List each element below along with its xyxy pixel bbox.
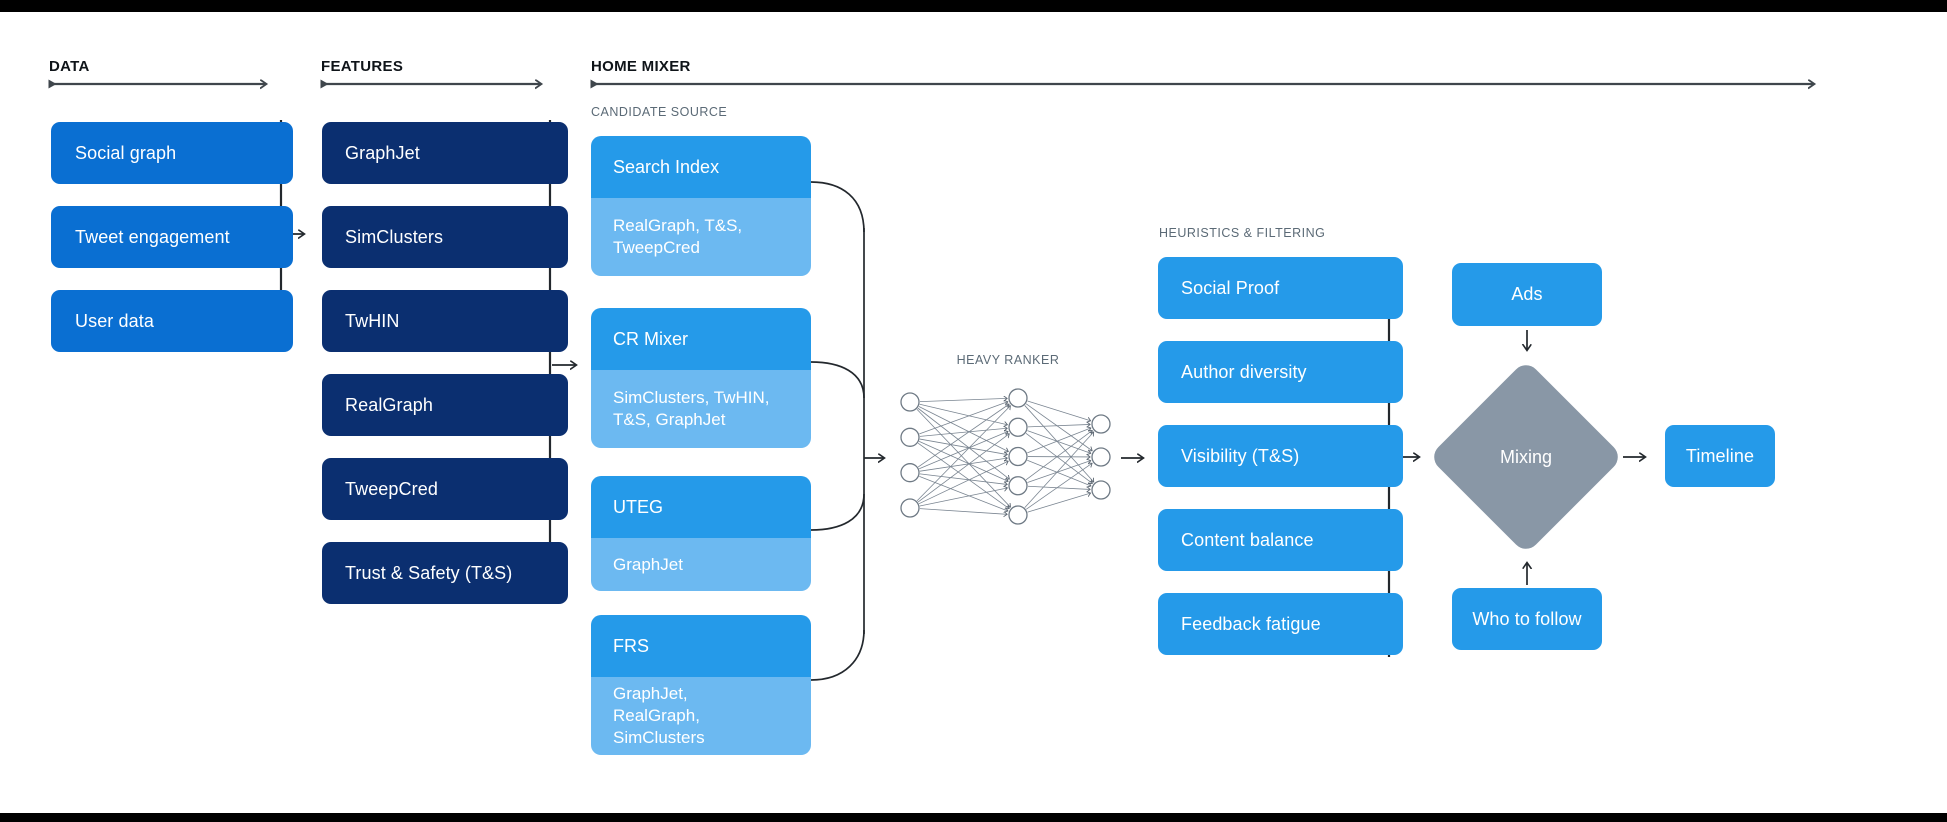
- heuristic-node-social-proof: Social Proof: [1158, 257, 1403, 319]
- data-node-social-graph: Social graph: [51, 122, 293, 184]
- candidate-card-sources: RealGraph, T&S, TweepCred: [591, 198, 811, 276]
- candidate-card-search-index: Search Index RealGraph, T&S, TweepCred: [591, 136, 811, 276]
- feature-node-realgraph: RealGraph: [322, 374, 568, 436]
- candidate-card-title: Search Index: [591, 136, 811, 198]
- data-node-user-data: User data: [51, 290, 293, 352]
- candidate-card-sources: SimClusters, TwHIN, T&S, GraphJet: [591, 370, 811, 448]
- heavy-ranker-edges: [916, 398, 1094, 514]
- candidate-card-title: UTEG: [591, 476, 811, 538]
- feature-node-trust-safety: Trust & Safety (T&S): [322, 542, 568, 604]
- data-node-tweet-engagement: Tweet engagement: [51, 206, 293, 268]
- heuristic-node-content-balance: Content balance: [1158, 509, 1403, 571]
- features-section-header: FEATURES: [321, 58, 404, 75]
- heuristic-node-author-diversity: Author diversity: [1158, 341, 1403, 403]
- candidate-card-uteg: UTEG GraphJet: [591, 476, 811, 591]
- feature-node-graphjet: GraphJet: [322, 122, 568, 184]
- candidate-card-cr-mixer: CR Mixer SimClusters, TwHIN, T&S, GraphJ…: [591, 308, 811, 448]
- ads-node: Ads: [1452, 263, 1602, 326]
- connector-cr-mixer: [810, 361, 865, 399]
- connector-search-index: [810, 181, 865, 233]
- candidate-card-frs: FRS GraphJet, RealGraph, SimClusters: [591, 615, 811, 755]
- connector-uteg: [810, 493, 865, 531]
- heavy-ranker-label: HEAVY RANKER: [956, 353, 1060, 367]
- candidate-card-sources: GraphJet: [591, 538, 811, 591]
- feature-node-simclusters: SimClusters: [322, 206, 568, 268]
- heuristics-filtering-label: HEURISTICS & FILTERING: [1159, 226, 1326, 240]
- timeline-node: Timeline: [1665, 425, 1775, 487]
- heuristic-node-feedback-fatigue: Feedback fatigue: [1158, 593, 1403, 655]
- bottom-letterbox-bar: [0, 813, 1947, 822]
- top-letterbox-bar: [0, 0, 1947, 12]
- mixing-diamond: Mixing: [1428, 359, 1624, 555]
- candidate-card-title: FRS: [591, 615, 811, 677]
- who-to-follow-node: Who to follow: [1452, 588, 1602, 650]
- heuristic-node-visibility: Visibility (T&S): [1158, 425, 1403, 487]
- feature-node-twhin: TwHIN: [322, 290, 568, 352]
- home-mixer-section-header: HOME MIXER: [591, 58, 691, 75]
- feature-node-tweepcred: TweepCred: [322, 458, 568, 520]
- heavy-ranker-nodes: [900, 388, 1111, 525]
- data-section-header: DATA: [49, 58, 90, 75]
- candidate-card-sources: GraphJet, RealGraph, SimClusters: [591, 677, 811, 755]
- connector-frs: [810, 629, 865, 681]
- candidate-card-title: CR Mixer: [591, 308, 811, 370]
- mixing-diamond-label: Mixing: [1499, 446, 1552, 467]
- candidate-source-label: CANDIDATE SOURCE: [591, 105, 728, 119]
